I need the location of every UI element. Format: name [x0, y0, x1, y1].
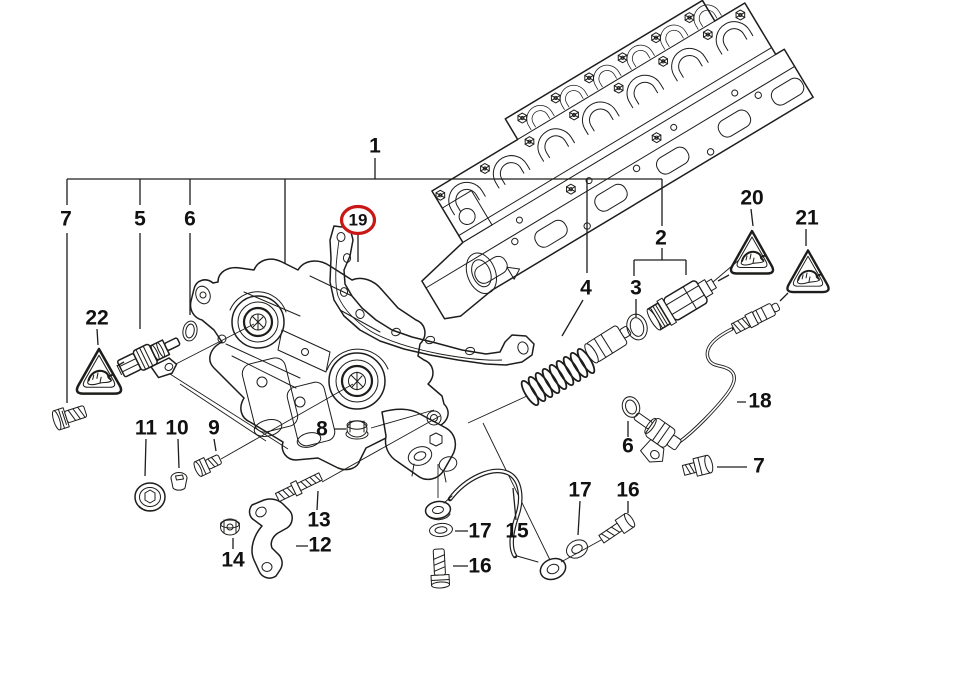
oil-pipe-15: [424, 468, 567, 581]
callout-1[interactable]: 1: [369, 135, 381, 158]
vanos-unit-drawing: [189, 258, 458, 483]
spring-piston-4: [520, 325, 632, 407]
camshaft-sensor-5: [116, 337, 181, 379]
callout-12[interactable]: 12: [308, 534, 331, 557]
camshaft-bore-2: [326, 348, 389, 410]
camshaft-bore-1: [229, 291, 287, 349]
callout-22[interactable]: 22: [85, 307, 108, 330]
callout-4[interactable]: 4: [580, 277, 592, 300]
solenoid-valve-2: [646, 278, 717, 331]
bolt-7-left: [51, 405, 88, 431]
callout-7-right[interactable]: 7: [753, 455, 765, 478]
o-ring-6-right: [621, 396, 641, 418]
highlighted-callout-19[interactable]: 19: [339, 204, 377, 236]
bolt-16-left: [430, 548, 451, 589]
callout-21[interactable]: 21: [795, 207, 819, 230]
callout-3[interactable]: 3: [630, 277, 642, 300]
bolt-9: [193, 454, 222, 477]
callout-14[interactable]: 14: [221, 549, 245, 572]
callout-6-right[interactable]: 6: [622, 435, 634, 458]
bolt-16-right: [598, 512, 636, 544]
sensor-cable-18: [633, 302, 781, 463]
washer-17-right: [565, 539, 589, 559]
nut-14: [220, 518, 240, 536]
o-ring-3: [626, 313, 648, 341]
callout-15[interactable]: 15: [505, 520, 529, 543]
plug-11: [134, 482, 166, 512]
timing-case-gasket-drawing: [329, 225, 535, 366]
callout-5[interactable]: 5: [134, 208, 146, 231]
callout-10[interactable]: 10: [165, 417, 188, 440]
callout-7-left[interactable]: 7: [60, 208, 72, 231]
callout-17-left[interactable]: 17: [468, 520, 491, 543]
callout-leader-lines: [96, 208, 807, 567]
cap-10: [170, 472, 188, 491]
highlight-circle[interactable]: [339, 204, 377, 236]
callout-18[interactable]: 18: [748, 390, 772, 413]
callout-17-right[interactable]: 17: [568, 479, 591, 502]
nut-8: [345, 420, 369, 440]
callout-11[interactable]: 11: [135, 417, 158, 440]
cylinder-head-drawing: [421, 0, 814, 320]
callout-9[interactable]: 9: [208, 417, 220, 440]
callout-16-right[interactable]: 16: [616, 479, 639, 502]
callout-8[interactable]: 8: [316, 418, 328, 441]
assembly-axis-lines: [169, 259, 740, 563]
stud-13: [274, 472, 323, 503]
callout-6-left[interactable]: 6: [184, 208, 196, 231]
callout-13[interactable]: 13: [307, 509, 330, 532]
bracket-12: [248, 498, 293, 579]
callout-2[interactable]: 2: [655, 227, 667, 250]
callout-20[interactable]: 20: [740, 187, 763, 210]
washer-17-left: [429, 522, 453, 538]
bolt-7-right: [681, 454, 714, 477]
callout-bracket-lines: [66, 158, 687, 403]
callout-16-left[interactable]: 16: [468, 555, 491, 578]
callout-19[interactable]: 19: [349, 210, 368, 229]
o-ring-6-left: [182, 320, 198, 342]
